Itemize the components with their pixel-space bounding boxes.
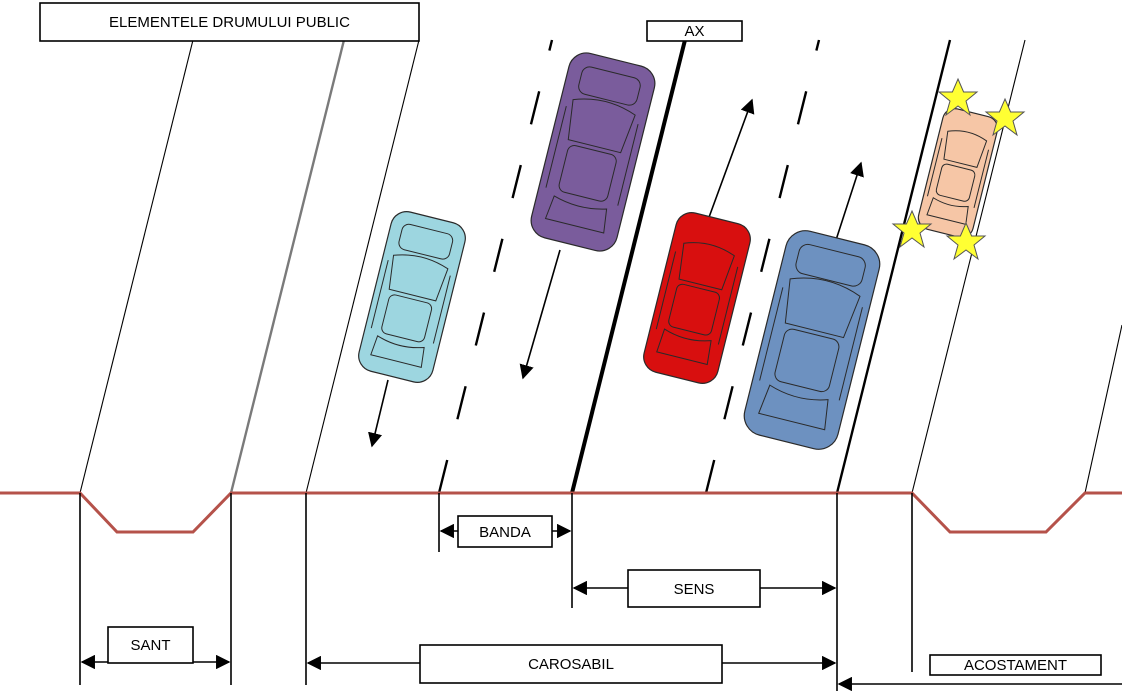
carosabil-text: CAROSABIL xyxy=(528,656,614,673)
car-purple xyxy=(530,52,656,252)
arrow-up-right-lane-2 xyxy=(835,161,864,241)
car-light-blue xyxy=(358,211,466,383)
arrow-down-left-lane-2 xyxy=(519,249,561,380)
right-ditch-line xyxy=(1084,324,1122,494)
banda-text: BANDA xyxy=(479,524,531,541)
sant-text: SANT xyxy=(130,637,170,654)
carosabil-label: CAROSABIL xyxy=(419,644,723,684)
acostament-label: ACOSTAMENT xyxy=(929,654,1102,676)
star-icon xyxy=(984,97,1026,137)
star-icon xyxy=(891,209,933,249)
arrow-up-right-lane-1 xyxy=(707,98,755,221)
ditch-left-edge-line xyxy=(79,39,194,494)
car-steel-blue xyxy=(743,230,881,450)
ax-label: AX xyxy=(646,20,743,42)
star-icon xyxy=(945,221,987,261)
banda-label: BANDA xyxy=(457,515,553,548)
arrow-down-left-lane-1 xyxy=(368,379,389,448)
lane-marking-right xyxy=(704,39,821,494)
title-text: ELEMENTELE DRUMULUI PUBLIC xyxy=(109,14,350,31)
star-icon xyxy=(937,77,979,117)
ditch-right-edge-line xyxy=(229,39,346,494)
car-peach-crashed xyxy=(917,108,999,238)
lane-marking-left xyxy=(437,39,554,494)
sens-text: SENS xyxy=(674,581,715,598)
dimension-ticks xyxy=(79,493,913,691)
acostament-text: ACOSTAMENT xyxy=(964,657,1067,674)
car-red xyxy=(643,212,751,384)
title-label: ELEMENTELE DRUMULUI PUBLIC xyxy=(39,2,420,42)
road-axis-line xyxy=(570,39,687,494)
road-lines xyxy=(79,39,1122,494)
carriageway-left-edge-line xyxy=(305,39,420,494)
ax-text: AX xyxy=(684,23,704,40)
sens-label: SENS xyxy=(627,569,761,608)
carriageway-right-edge-line xyxy=(835,39,952,494)
travel-direction-arrows xyxy=(368,98,864,448)
sant-label: SANT xyxy=(107,626,194,664)
crash-stars xyxy=(891,77,1026,261)
ground-profile-line xyxy=(0,491,1122,534)
